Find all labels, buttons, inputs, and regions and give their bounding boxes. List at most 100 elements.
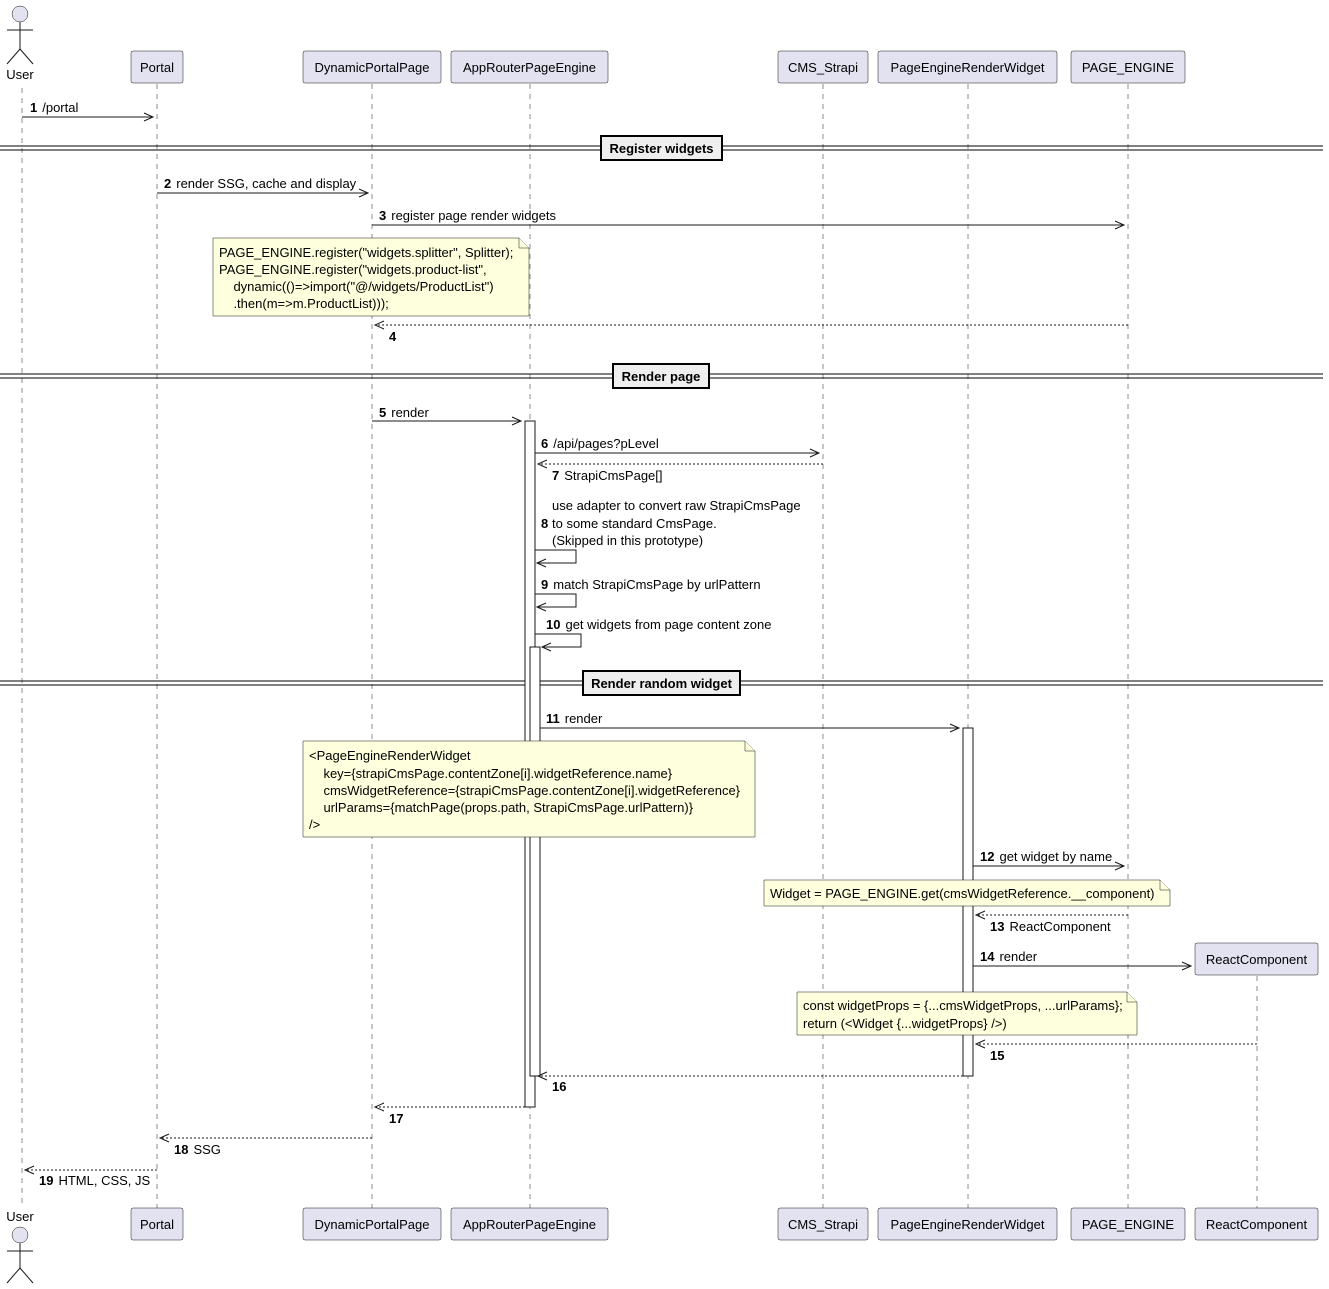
- message-number: 15: [990, 1048, 1004, 1063]
- message-label: get widget by name: [999, 849, 1112, 864]
- message-7: 7 StrapiCmsPage[]: [536, 459, 823, 483]
- message-number: 17: [389, 1111, 403, 1126]
- svg-text:15: 15: [990, 1048, 1004, 1063]
- message-label: match StrapiCmsPage by urlPattern: [553, 577, 760, 592]
- participant-portal-bottom: Portal: [130, 1207, 184, 1241]
- message-label: ReactComponent: [1009, 919, 1111, 934]
- svg-text:4: 4: [389, 329, 397, 344]
- divider-label: Render page: [622, 369, 701, 384]
- lifelines: [21, 84, 1258, 1208]
- participant-label: PageEngineRenderWidget: [891, 1217, 1045, 1232]
- participant-label: PageEngineRenderWidget: [891, 60, 1045, 75]
- participant-dynamic-portal-page-bottom: DynamicPortalPage: [302, 1207, 442, 1241]
- message-4: 4: [373, 320, 1128, 344]
- message-label: /portal: [42, 100, 78, 115]
- message-6: 6/api/pages?pLevel: [535, 436, 821, 458]
- participant-label: CMS_Strapi: [788, 1217, 858, 1232]
- message-label: use adapter to convert raw StrapiCmsPage: [552, 498, 801, 513]
- participant-label: DynamicPortalPage: [315, 60, 430, 75]
- participant-page-engine-render-widget-bottom: PageEngineRenderWidget: [877, 1207, 1058, 1241]
- message-18: 18 SSG: [158, 1133, 372, 1157]
- message-number: 8: [541, 516, 548, 531]
- participant-label: PAGE_ENGINE: [1082, 60, 1175, 75]
- note-line: <PageEngineRenderWidget: [309, 748, 471, 763]
- note-line: PAGE_ENGINE.register("widgets.splitter",…: [219, 245, 513, 260]
- message-number: 5: [379, 405, 386, 420]
- message-label: render: [565, 711, 603, 726]
- note-line: key={strapiCmsPage.contentZone[i].widget…: [309, 766, 673, 781]
- message-number: 14: [980, 949, 995, 964]
- note-line: urlParams={matchPage(props.path, StrapiC…: [309, 800, 694, 815]
- message-number: 10: [546, 617, 560, 632]
- svg-text:17: 17: [389, 1111, 403, 1126]
- participant-label: PAGE_ENGINE: [1082, 1217, 1175, 1232]
- message-number: 11: [546, 711, 560, 726]
- message-number: 2: [164, 176, 171, 191]
- participant-user-top: User: [6, 5, 34, 82]
- participant-label: User: [6, 1209, 34, 1224]
- message-number: 19: [39, 1173, 53, 1188]
- actor-icon: [6, 5, 34, 65]
- participant-app-router-page-engine-bottom: AppRouterPageEngine: [450, 1207, 609, 1241]
- participant-dynamic-portal-page-top: DynamicPortalPage: [302, 50, 442, 84]
- participant-react-component-created: ReactComponent: [1194, 942, 1319, 976]
- participant-page-engine-top: PAGE_ENGINE: [1070, 50, 1186, 84]
- participant-label: Portal: [140, 60, 174, 75]
- message-11: 11 render: [540, 711, 961, 733]
- message-number: 7: [552, 468, 559, 483]
- message-number: 9: [541, 577, 548, 592]
- participant-cms-strapi-top: CMS_Strapi: [777, 50, 869, 84]
- message-label: render: [999, 949, 1037, 964]
- note-line: const widgetProps = {...cmsWidgetProps, …: [803, 998, 1123, 1013]
- note-line: .then(m=>m.ProductList)));: [219, 296, 389, 311]
- message-15: 15: [974, 1039, 1257, 1063]
- participant-label: User: [6, 67, 34, 82]
- message-label: SSG: [193, 1142, 220, 1157]
- divider-label: Register widgets: [609, 141, 713, 156]
- note-get-widget: Widget = PAGE_ENGINE.get(cmsWidgetRefere…: [763, 879, 1171, 907]
- note-line: return (<Widget {...widgetProps} />): [803, 1016, 1007, 1031]
- message-16: 16: [536, 1071, 963, 1094]
- message-label: register page render widgets: [391, 208, 556, 223]
- participant-page-engine-render-widget-top: PageEngineRenderWidget: [877, 50, 1058, 84]
- participant-label: Portal: [140, 1217, 174, 1232]
- note-line: />: [309, 817, 320, 832]
- message-17: 17: [373, 1102, 525, 1126]
- note-line: cmsWidgetReference={strapiCmsPage.conten…: [309, 783, 741, 798]
- svg-text:8: 8: [541, 516, 548, 531]
- divider-render-page: Render page: [0, 363, 1323, 389]
- message-label: render SSG, cache and display: [176, 176, 356, 191]
- message-19: 19 HTML, CSS, JS: [23, 1165, 157, 1188]
- divider-render-random-widget: Render random widget: [0, 670, 1323, 696]
- participant-app-router-page-engine-top: AppRouterPageEngine: [450, 50, 609, 84]
- divider-register-widgets: Register widgets: [0, 135, 1323, 161]
- message-label: (Skipped in this prototype): [552, 533, 703, 548]
- svg-text:1/portal: 1/portal: [30, 100, 78, 115]
- message-number: 1: [30, 100, 37, 115]
- message-label: /api/pages?pLevel: [553, 436, 659, 451]
- message-label: StrapiCmsPage[]: [564, 468, 662, 483]
- note-render-widget: <PageEngineRenderWidget key={strapiCmsPa…: [302, 740, 756, 838]
- participant-portal-top: Portal: [130, 50, 184, 84]
- message-label: to some standard CmsPage.: [552, 516, 717, 531]
- divider-label: Render random widget: [591, 676, 733, 691]
- message-1: 1/portal: [22, 100, 155, 122]
- participant-label: ReactComponent: [1206, 1217, 1308, 1232]
- message-2: 2 render SSG, cache and display: [157, 176, 370, 198]
- message-label: HTML, CSS, JS: [58, 1173, 150, 1188]
- participant-page-engine-bottom: PAGE_ENGINE: [1070, 1207, 1186, 1241]
- svg-text:16: 16: [552, 1079, 566, 1094]
- message-number: 18: [174, 1142, 188, 1157]
